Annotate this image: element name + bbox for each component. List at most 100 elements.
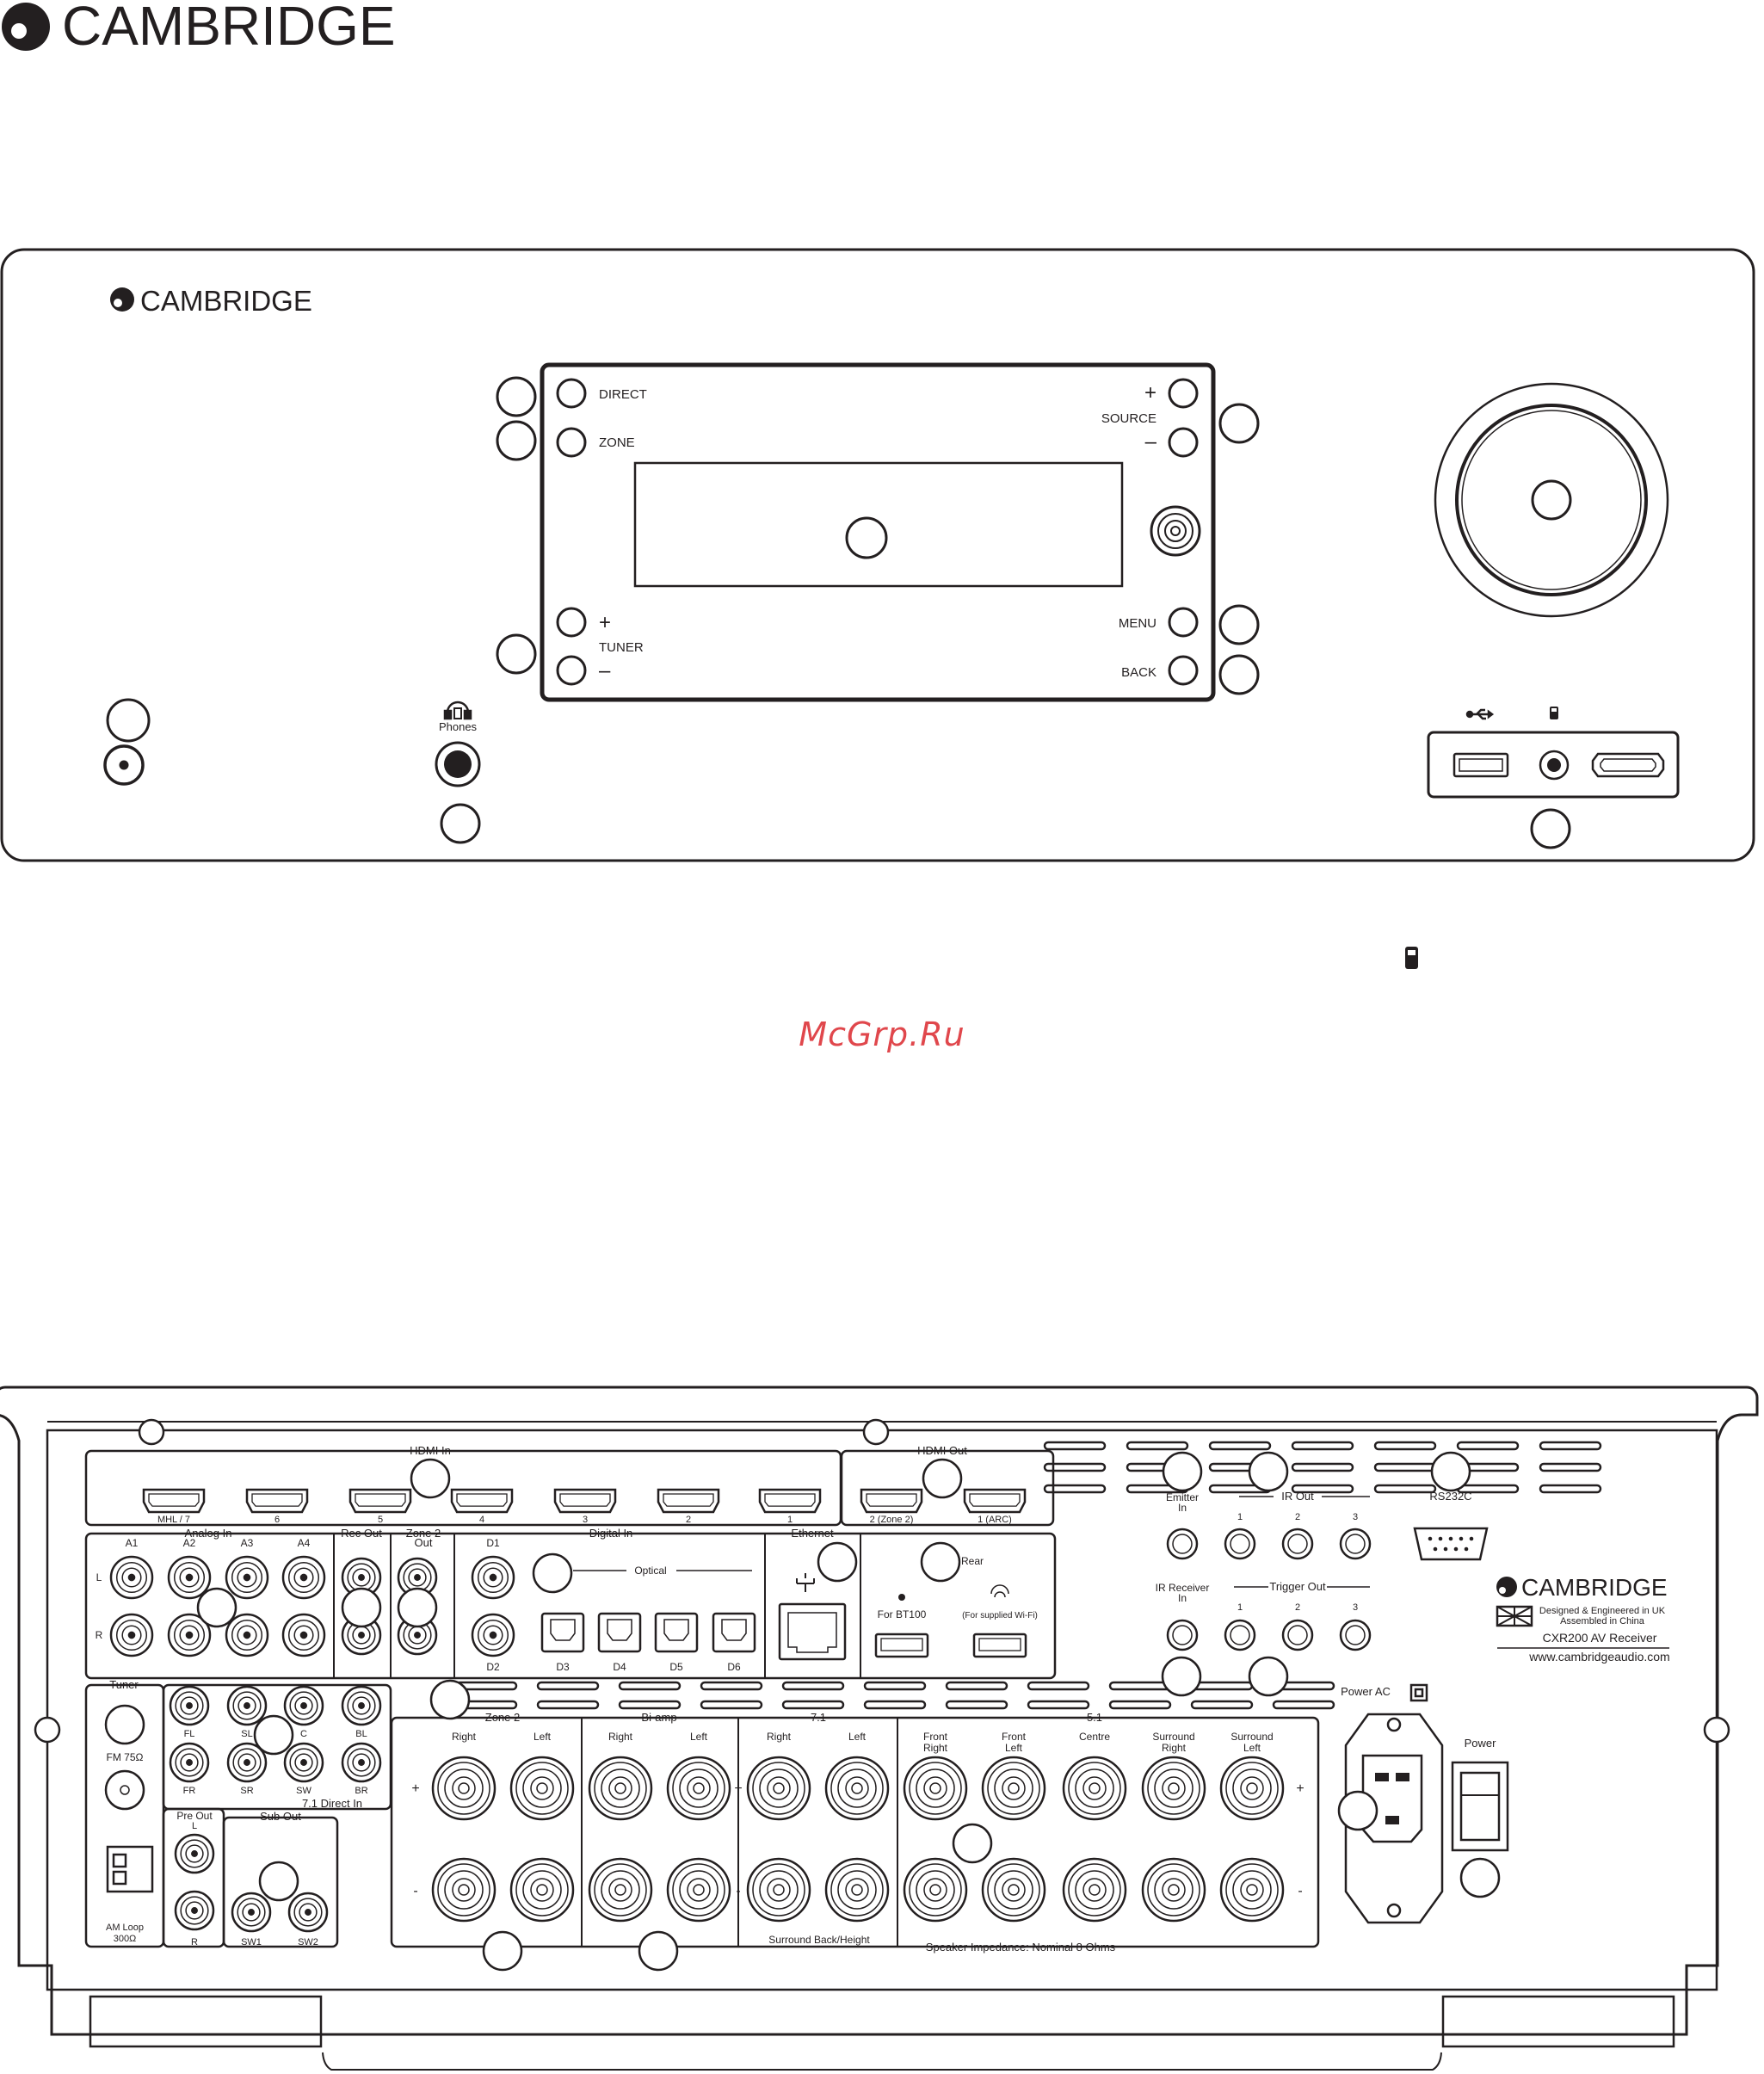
speaker-terminal-minus[interactable]	[1062, 1857, 1127, 1923]
back-button[interactable]	[1168, 655, 1199, 686]
speaker-terminal-minus-ring1	[672, 1863, 725, 1917]
ir-jack[interactable]	[1339, 1528, 1372, 1560]
pre-out-l-jack[interactable]	[174, 1833, 215, 1874]
speaker-terminal-minus[interactable]	[431, 1857, 497, 1923]
sub-out-title: Sub Out	[260, 1810, 301, 1823]
direct-in-jack[interactable]	[169, 1742, 210, 1783]
analog-in-l-jack[interactable]	[281, 1555, 326, 1600]
direct-in-jack-ring	[289, 1691, 318, 1720]
direct-in-jack-pin	[300, 1702, 307, 1709]
speaker-terminal-minus-pin	[1008, 1884, 1020, 1896]
speaker-terminal-minus-ring3	[452, 1878, 476, 1902]
fm-antenna-jack[interactable]	[104, 1769, 145, 1811]
hdmi-in-port[interactable]	[245, 1488, 309, 1514]
standby-button[interactable]	[103, 744, 145, 786]
direct-in-jack[interactable]	[341, 1742, 382, 1783]
pre-out-r-jack[interactable]	[174, 1890, 215, 1931]
direct-in-jack[interactable]	[169, 1685, 210, 1726]
power-switch[interactable]	[1451, 1761, 1509, 1852]
analog-in-r-jack-core	[237, 1625, 257, 1645]
am-terminal[interactable]	[106, 1845, 154, 1893]
source-plus-button[interactable]	[1168, 378, 1199, 409]
hdmi-out-port[interactable]	[963, 1488, 1027, 1514]
ir-jack[interactable]	[1224, 1528, 1256, 1560]
speaker-terminal-minus[interactable]	[981, 1857, 1046, 1923]
callout-tuner	[496, 633, 537, 675]
analog-in-l-jack[interactable]	[167, 1555, 212, 1600]
source-minus-button[interactable]	[1168, 427, 1199, 458]
rear-usb-inner	[880, 1638, 923, 1651]
analog-in-l-jack[interactable]	[109, 1555, 154, 1600]
vent-slot	[1373, 1462, 1437, 1472]
ir-jack[interactable]	[1166, 1528, 1199, 1560]
speaker-terminal-plus[interactable]	[981, 1756, 1046, 1821]
hdmi-in-port[interactable]	[758, 1488, 822, 1514]
speaker-terminal-plus[interactable]	[1141, 1756, 1206, 1821]
tuner-plus-button[interactable]	[556, 607, 587, 638]
trigger-jack[interactable]	[1166, 1619, 1199, 1651]
trigger-jack-inner	[1287, 1625, 1308, 1645]
digital-coax-d1[interactable]	[471, 1555, 515, 1600]
sub-out-jack[interactable]	[287, 1892, 329, 1933]
trigger-jack[interactable]	[1339, 1619, 1372, 1651]
direct-in-jack[interactable]	[283, 1742, 324, 1783]
speaker-terminal-minus[interactable]	[903, 1857, 968, 1923]
rear-usb-port[interactable]	[874, 1633, 929, 1658]
direct-in-jack[interactable]	[226, 1742, 268, 1783]
aux-jack[interactable]	[1539, 750, 1570, 781]
trigger-jack[interactable]	[1224, 1619, 1256, 1651]
menu-button[interactable]	[1168, 607, 1199, 638]
speaker-terminal-plus[interactable]	[1062, 1756, 1127, 1821]
speaker-terminal-plus[interactable]	[588, 1756, 653, 1821]
optical-port[interactable]	[597, 1612, 642, 1653]
hdmi-in-port[interactable]	[348, 1488, 412, 1514]
speaker-terminal-plus[interactable]	[431, 1756, 497, 1821]
volume-knob[interactable]	[1455, 404, 1648, 596]
speaker-terminal-plus[interactable]	[746, 1756, 811, 1821]
sub-out-jack[interactable]	[231, 1892, 272, 1933]
trigger-jack[interactable]	[1281, 1619, 1314, 1651]
speaker-terminal-plus[interactable]	[903, 1756, 968, 1821]
analog-in-r-jack[interactable]	[281, 1613, 326, 1657]
ir-jack[interactable]	[1281, 1528, 1314, 1560]
front-hdmi-port[interactable]	[1591, 752, 1665, 778]
hdmi-in-port[interactable]	[553, 1488, 617, 1514]
speaker-terminal-minus[interactable]	[1141, 1857, 1206, 1923]
speaker-terminal-minus[interactable]	[666, 1857, 731, 1923]
front-usb-port[interactable]	[1453, 752, 1509, 778]
hdmi-in-port[interactable]	[142, 1488, 206, 1514]
speaker-terminal-plus[interactable]	[666, 1756, 731, 1821]
hdmi-in-port[interactable]	[450, 1488, 514, 1514]
direct-in-jack[interactable]	[226, 1685, 268, 1726]
speaker-terminal-plus[interactable]	[1219, 1756, 1285, 1821]
direct-in-jack[interactable]	[341, 1685, 382, 1726]
tuner-minus-button[interactable]	[556, 655, 587, 686]
speaker-terminal-minus[interactable]	[588, 1857, 653, 1923]
speaker-terminal-minus[interactable]	[746, 1857, 811, 1923]
speaker-terminal-plus[interactable]	[509, 1756, 575, 1821]
callout-number	[920, 1541, 961, 1583]
analog-in-l-jack[interactable]	[225, 1555, 269, 1600]
speaker-terminal-plus[interactable]	[824, 1756, 890, 1821]
speaker-terminal-minus[interactable]	[509, 1857, 575, 1923]
optical-port[interactable]	[712, 1612, 756, 1653]
direct-in-jack[interactable]	[283, 1685, 324, 1726]
ethernet-port[interactable]	[778, 1602, 847, 1661]
analog-in-r-jack[interactable]	[109, 1613, 154, 1657]
speaker-terminal-plus-pin	[536, 1782, 548, 1794]
optical-port[interactable]	[540, 1612, 585, 1653]
phones-jack[interactable]	[435, 741, 481, 787]
direct-in-label: SR	[240, 1786, 253, 1796]
digital-coax-d2[interactable]	[471, 1613, 515, 1657]
hdmi-out-port[interactable]	[860, 1488, 923, 1514]
optical-port[interactable]	[654, 1612, 699, 1653]
analog-in-r-jack[interactable]	[167, 1613, 212, 1657]
analog-in-r-jack[interactable]	[225, 1613, 269, 1657]
speaker-terminal-minus[interactable]	[824, 1857, 890, 1923]
zone-button[interactable]	[556, 427, 587, 458]
hdmi-in-port[interactable]	[657, 1488, 720, 1514]
direct-button[interactable]	[556, 378, 587, 409]
speaker-terminal-minus[interactable]	[1219, 1857, 1285, 1923]
rear-usb-port[interactable]	[972, 1633, 1027, 1658]
rs232-port[interactable]	[1413, 1527, 1489, 1561]
